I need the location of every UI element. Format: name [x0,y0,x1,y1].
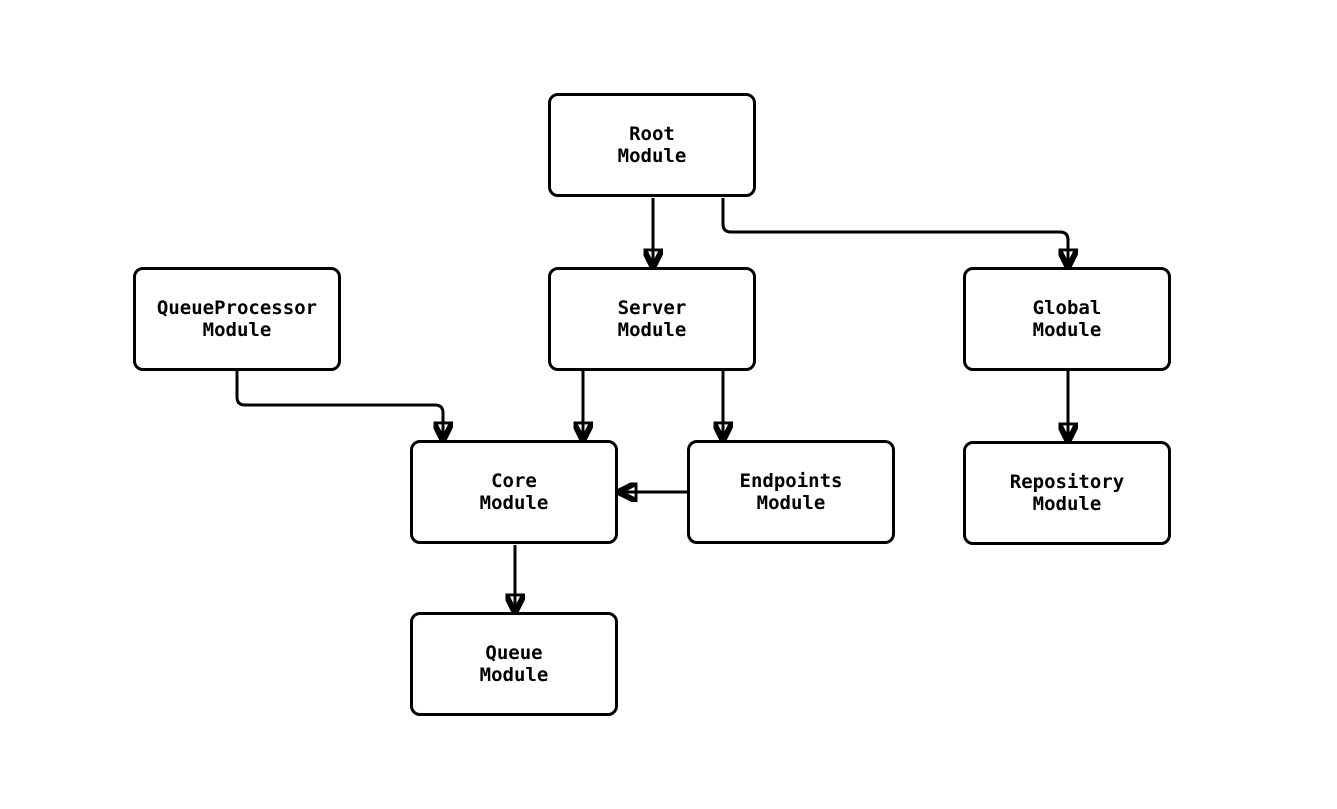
node-label-line1: Repository [1009,471,1125,493]
node-label-line2: Module [756,492,826,514]
node-core-module: Core Module [410,440,618,544]
node-queue-module: Queue Module [410,612,618,716]
node-label-line2: Module [1032,493,1102,515]
node-queueprocessor-module: QueueProcessor Module [133,267,341,371]
node-label-line1: Queue [485,642,543,664]
node-label-line1: QueueProcessor [156,297,318,319]
node-root-module: Root Module [548,93,756,197]
node-repository-module: Repository Module [963,441,1171,545]
node-label-line2: Module [617,145,687,167]
node-label-line2: Module [202,319,272,341]
edge-queueprocessor-to-core-arrow [235,371,443,440]
node-label-line1: Server [617,297,687,319]
node-label-line2: Module [617,319,687,341]
node-label-line2: Module [479,492,549,514]
edge-root-to-global-arrow [721,198,1068,267]
node-label-line1: Global [1032,297,1102,319]
node-label-line1: Endpoints [739,470,843,492]
node-label-line1: Core [491,470,537,492]
node-server-module: Server Module [548,267,756,371]
node-global-module: Global Module [963,267,1171,371]
node-label-line2: Module [1032,319,1102,341]
node-label-line2: Module [479,664,549,686]
node-endpoints-module: Endpoints Module [687,440,895,544]
node-label-line1: Root [629,123,675,145]
